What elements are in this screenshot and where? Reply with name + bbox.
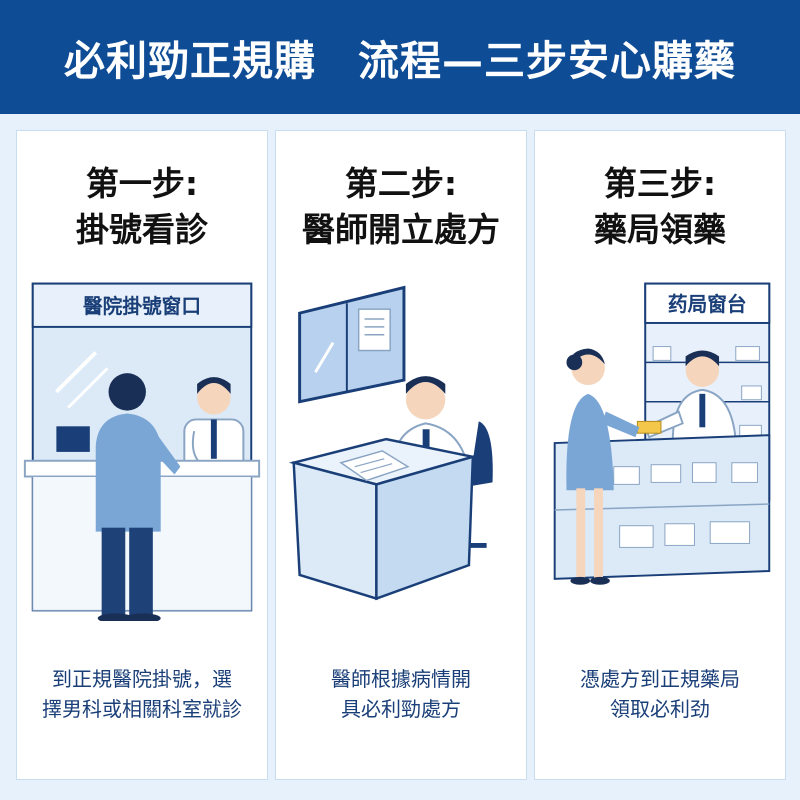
step-panel-1: 第一步: 掛號看診 醫院掛號窗口 bbox=[16, 130, 268, 780]
step-1-title: 第一步: 掛號看診 bbox=[17, 161, 267, 253]
step-1-caption: 到正規醫院掛號，選 擇男科或相關科室就診 bbox=[17, 664, 267, 724]
step-3-name: 藥局領藥 bbox=[594, 210, 726, 249]
doctor-prescription-illustration bbox=[288, 285, 493, 601]
step-1-caption-line-2: 擇男科或相關科室就診 bbox=[42, 697, 242, 721]
step-1-name: 掛號看診 bbox=[76, 210, 208, 249]
step-3-caption-line-1: 憑處方到正規藥局 bbox=[580, 667, 740, 691]
step-2-title: 第二步: 醫師開立處方 bbox=[276, 161, 526, 253]
header-banner: 必利勁正規購 流程—三步安心購藥 bbox=[0, 0, 800, 114]
step-2-caption-line-2: 具必利勁處方 bbox=[341, 697, 461, 721]
step-3-caption-line-2: 領取必利劲 bbox=[610, 697, 710, 721]
step-2-name: 醫師開立處方 bbox=[302, 210, 500, 249]
step-1-number: 第一步: bbox=[85, 164, 199, 203]
registration-window-illustration: 醫院掛號窗口 bbox=[23, 282, 261, 621]
page-title: 必利勁正規購 流程—三步安心購藥 bbox=[64, 37, 736, 85]
step-2-caption: 醫師根據病情開 具必利勁處方 bbox=[276, 664, 526, 724]
steps-container: 第一步: 掛號看診 醫院掛號窗口 bbox=[16, 130, 786, 780]
registration-window-sign: 醫院掛號窗口 bbox=[83, 295, 201, 318]
step-2-number: 第二步: bbox=[344, 164, 458, 203]
step-3-title: 第三步: 藥局領藥 bbox=[535, 161, 785, 253]
pharmacy-counter-illustration: 药局窗台 bbox=[553, 282, 771, 585]
step-1-caption-line-1: 到正規醫院掛號，選 bbox=[52, 667, 232, 691]
step-panel-3: 第三步: 藥局領藥 药局窗台 bbox=[534, 130, 786, 780]
step-3-caption: 憑處方到正規藥局 領取必利劲 bbox=[535, 664, 785, 724]
step-panel-2: 第二步: 醫師開立處方 bbox=[275, 130, 527, 780]
step-3-number: 第三步: bbox=[603, 164, 717, 203]
step-2-caption-line-1: 醫師根據病情開 bbox=[331, 667, 471, 691]
pharmacy-window-sign: 药局窗台 bbox=[668, 293, 747, 316]
